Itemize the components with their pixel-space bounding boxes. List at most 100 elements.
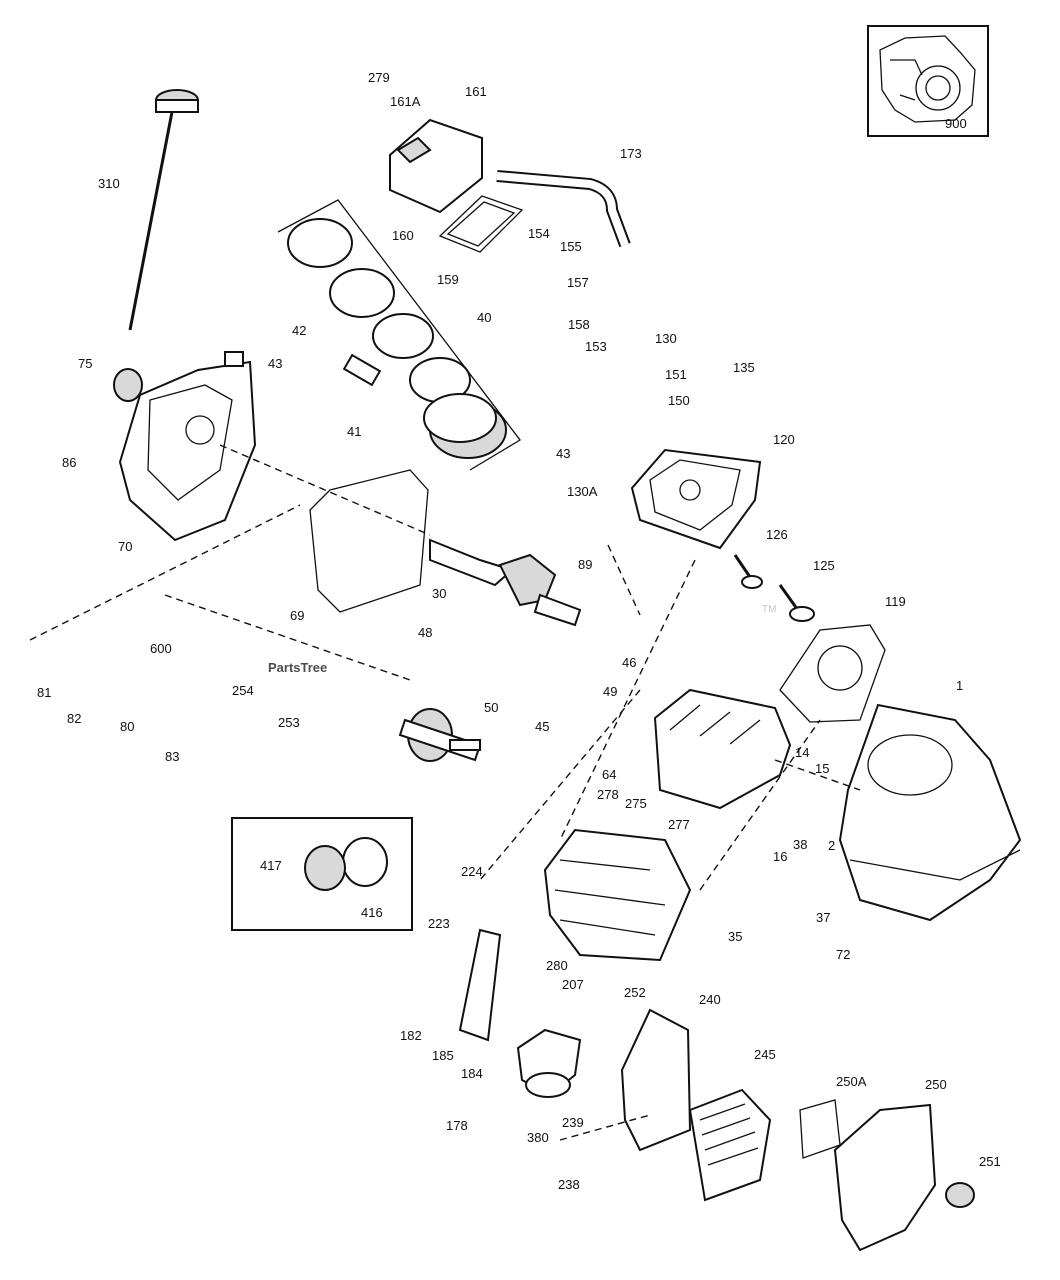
- label-182: 182: [400, 1028, 422, 1043]
- label-2: 2: [828, 838, 835, 853]
- label-158: 158: [568, 317, 590, 332]
- label-83: 83: [165, 749, 179, 764]
- label-72: 72: [836, 947, 850, 962]
- part-159-gasket: [438, 195, 524, 253]
- label-224: 224: [461, 864, 483, 879]
- label-42: 42: [292, 323, 306, 338]
- label-157: 157: [567, 275, 589, 290]
- part-labels: 279 161A 161 173 310 160 159 154 155 157…: [37, 70, 1001, 1192]
- label-89: 89: [578, 557, 592, 572]
- label-159: 159: [437, 272, 459, 287]
- label-279: 279: [368, 70, 390, 85]
- part-251-knob: [945, 1182, 975, 1208]
- label-173: 173: [620, 146, 642, 161]
- label-150: 150: [668, 393, 690, 408]
- label-43-top: 43: [268, 356, 282, 371]
- part-275-muffler: [653, 688, 792, 810]
- label-239: 239: [562, 1115, 584, 1130]
- part-70-crankcase-cover: [118, 351, 257, 542]
- part-240-filter-base: [620, 1008, 692, 1152]
- label-161A: 161A: [390, 94, 421, 109]
- label-154: 154: [528, 226, 550, 241]
- label-49: 49: [603, 684, 617, 699]
- label-119: 119: [885, 594, 906, 609]
- label-64: 64: [602, 767, 616, 782]
- label-15: 15: [815, 761, 829, 776]
- label-126: 126: [766, 527, 788, 542]
- label-125: 125: [813, 558, 835, 573]
- part-310-dipstick: [128, 89, 199, 331]
- label-254: 254: [232, 683, 254, 698]
- label-35: 35: [728, 929, 742, 944]
- inset-engine-view: [867, 25, 989, 137]
- label-153: 153: [585, 339, 607, 354]
- label-82: 82: [67, 711, 81, 726]
- part-40-rings-group: [277, 199, 521, 471]
- inset-filter-detail: [231, 817, 413, 931]
- label-75: 75: [78, 356, 92, 371]
- label-310: 310: [98, 176, 120, 191]
- label-50: 50: [484, 700, 498, 715]
- label-184: 184: [461, 1066, 483, 1081]
- label-16: 16: [773, 849, 787, 864]
- label-46: 46: [622, 655, 636, 670]
- label-120: 120: [773, 432, 795, 447]
- assembly-guide-lines: [29, 444, 861, 1141]
- label-40: 40: [477, 310, 491, 325]
- watermark: PartsTree: [268, 660, 327, 675]
- label-14: 14: [795, 745, 809, 760]
- part-30-crankshaft: [429, 538, 582, 627]
- label-207: 207: [562, 977, 584, 992]
- label-70: 70: [118, 539, 132, 554]
- label-38: 38: [793, 837, 807, 852]
- label-160: 160: [392, 228, 414, 243]
- label-45: 45: [535, 719, 549, 734]
- part-250A-gasket: [799, 1099, 841, 1159]
- label-900: 900: [945, 116, 967, 131]
- label-250: 250: [925, 1077, 947, 1092]
- label-48: 48: [418, 625, 432, 640]
- part-119-head-gasket: [779, 624, 886, 723]
- label-253: 253: [278, 715, 300, 730]
- label-417: 417: [260, 858, 282, 873]
- label-155: 155: [560, 239, 582, 254]
- part-280-heat-shield: [543, 828, 692, 962]
- label-161: 161: [465, 84, 487, 99]
- part-185-intake-tube: [458, 928, 502, 1042]
- label-30: 30: [432, 586, 446, 601]
- label-69: 69: [290, 608, 304, 623]
- label-278: 278: [597, 787, 619, 802]
- label-275: 275: [625, 796, 647, 811]
- label-223: 223: [428, 916, 450, 931]
- label-81: 81: [37, 685, 51, 700]
- part-380-carburetor: [516, 1028, 582, 1098]
- label-86: 86: [62, 455, 76, 470]
- part-250-cover: [833, 1103, 937, 1252]
- part-1-engine-block: [838, 703, 1022, 922]
- label-185: 185: [432, 1048, 454, 1063]
- label-130A: 130A: [567, 484, 598, 499]
- label-238: 238: [558, 1177, 580, 1192]
- label-1: 1: [956, 678, 963, 693]
- part-120-cylinder-head: [630, 448, 762, 550]
- label-41: 41: [347, 424, 361, 439]
- part-160-valve-cover: [389, 118, 483, 214]
- label-250A: 250A: [836, 1074, 867, 1089]
- label-280: 280: [546, 958, 568, 973]
- part-69-gasket: [309, 469, 429, 613]
- part-173-tube: [496, 170, 631, 248]
- part-245-filter: [688, 1088, 772, 1202]
- label-600: 600: [150, 641, 172, 656]
- part-50-camshaft: [398, 708, 482, 762]
- label-130: 130: [655, 331, 677, 346]
- label-151: 151: [665, 367, 687, 382]
- label-135: 135: [733, 360, 755, 375]
- label-380: 380: [527, 1130, 549, 1145]
- part-125-126-valves: [733, 554, 815, 622]
- label-277: 277: [668, 817, 690, 832]
- label-240: 240: [699, 992, 721, 1007]
- part-75-seal: [113, 368, 143, 402]
- label-178: 178: [446, 1118, 468, 1133]
- label-252: 252: [624, 985, 646, 1000]
